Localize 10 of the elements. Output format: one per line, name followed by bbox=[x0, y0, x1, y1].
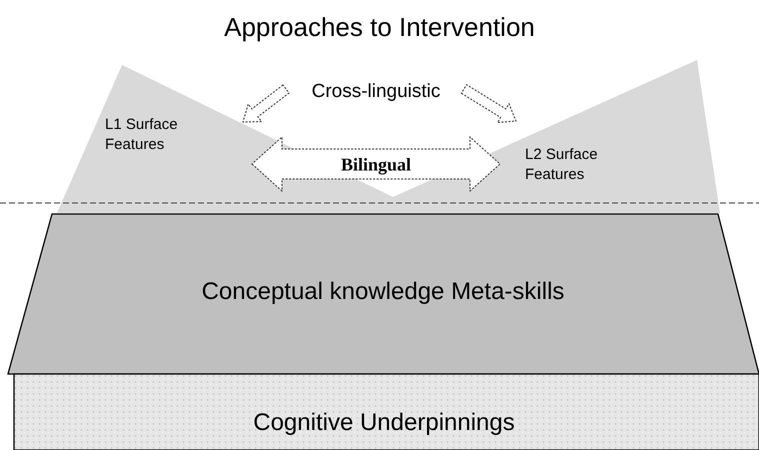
cross-linguistic-label: Cross-linguistic bbox=[310, 80, 442, 104]
diagram-title: Approaches to Intervention bbox=[223, 12, 536, 43]
layer-label: Cognitive Underpinnings bbox=[252, 408, 516, 438]
block-arrow bbox=[460, 84, 517, 124]
peak-label: L2 Surface Features bbox=[525, 145, 599, 186]
block-arrow bbox=[242, 84, 290, 123]
foundation-layer bbox=[14, 374, 759, 450]
layer-label: Conceptual knowledge Meta-skills bbox=[200, 277, 566, 307]
peak-label: L1 Surface Features bbox=[105, 115, 179, 156]
trapezoid-layer bbox=[8, 213, 759, 374]
